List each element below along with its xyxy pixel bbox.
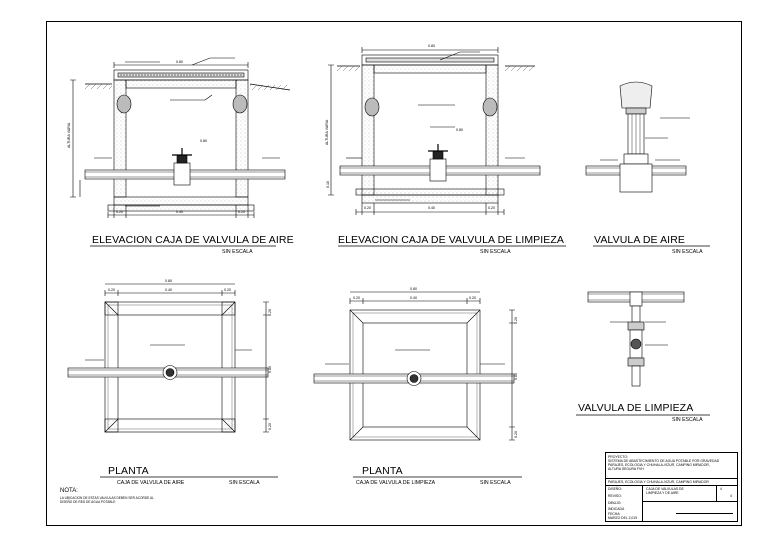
title-air-valve: VALVULA DE AIRE bbox=[594, 234, 685, 246]
scale-elevation-cleanout: SIN ESCALA bbox=[480, 249, 511, 255]
tb-content-1: CAJA DE VALVULAS DE bbox=[646, 487, 684, 491]
tb-project-line-3: ALTURA SEGURA FVH bbox=[608, 467, 644, 471]
subtitle-plan-2: CAJA DE VALVULA DE LIMPIEZA bbox=[356, 480, 436, 486]
tb-sheet: 4 bbox=[720, 487, 722, 491]
note-heading: NOTA: bbox=[60, 488, 78, 494]
scale-air-valve: SIN ESCALA bbox=[672, 249, 703, 255]
dim-height-2b: 0.10 bbox=[326, 181, 330, 188]
dim-height-1: ALTURA VARIA bbox=[67, 122, 71, 148]
dim-plan1-left: 0.20 bbox=[108, 288, 115, 292]
tb-project-label: PROYECTO: bbox=[608, 455, 628, 459]
dim-plan1-side: 0.80 bbox=[268, 366, 272, 373]
dim-bottom-2: 0.40 bbox=[428, 206, 435, 210]
tb-date: MARZO DEL 2,019 bbox=[608, 516, 638, 520]
scale-plan-1: SIN ESCALA bbox=[229, 480, 260, 486]
note-text-2: DISEÑO DE RED DE AGUA POTABLE bbox=[60, 500, 116, 504]
dim-plan2-side-a: 0.20 bbox=[514, 317, 518, 324]
title-block: PROYECTO: SISTEMA DE ABASTECIMIENTO DE A… bbox=[605, 452, 738, 522]
dim-plan2-mid: 0.40 bbox=[410, 296, 417, 300]
subtitle-plan-1: CAJA DE VALVULA DE AIRE bbox=[117, 480, 185, 486]
dim-bottom-1a: 0.20 bbox=[116, 210, 123, 214]
elevation-air-valve-box bbox=[70, 57, 291, 218]
note-text-1: LA UBICACION DE ESTAS VALVULAS DEBEN SER… bbox=[60, 496, 154, 500]
scale-plan-2: SIN ESCALA bbox=[480, 480, 511, 486]
scale-elevation-air: SIN ESCALA bbox=[222, 249, 253, 255]
elevation-cleanout-valve-box bbox=[328, 47, 541, 215]
dim-plan1-mid: 0.40 bbox=[165, 288, 172, 292]
dim-plan1-side-a: 0.20 bbox=[268, 309, 272, 316]
dim-top-1: 0.80 bbox=[176, 60, 183, 64]
dim-plan1-top: 0.80 bbox=[165, 279, 172, 283]
title-cleanout-valve: VALVULA DE LIMPIEZA bbox=[578, 402, 694, 414]
title-elevation-air: ELEVACION CAJA DE VALVULA DE AIRE bbox=[92, 234, 294, 246]
tb-project-line-2: PARAJES, ECOLOGIA Y CHUHALA-VIZUR, CAMPI… bbox=[608, 463, 710, 467]
title-elevation-cleanout: ELEVACION CAJA DE VALVULA DE LIMPIEZA bbox=[338, 234, 565, 246]
dimension-labels: 0.80 0.40 0.20 0.20 0.80 0.80 0.40 0.20 … bbox=[67, 44, 518, 438]
dim-bottom-1b: 0.20 bbox=[238, 210, 245, 214]
tb-design: DISEÑO: bbox=[608, 487, 622, 491]
dim-mid-1: 0.80 bbox=[200, 139, 207, 143]
cleanout-valve-detail bbox=[587, 291, 685, 387]
dim-plan1-right: 0.20 bbox=[224, 288, 231, 292]
dim-bottom-2a: 0.20 bbox=[364, 206, 371, 210]
tb-review: REVISO: bbox=[608, 494, 622, 498]
drawing-sheet-border bbox=[46, 21, 742, 526]
dim-bottom-1: 0.40 bbox=[176, 210, 183, 214]
dim-top-2: 0.80 bbox=[428, 44, 435, 48]
tb-project-line-1: SISTEMA DE ABASTECIMIENTO DE AGUA POTABL… bbox=[608, 459, 720, 463]
tb-scale: INDICADA bbox=[608, 507, 625, 511]
title-plan-2: PLANTA bbox=[362, 465, 403, 477]
title-underlines bbox=[90, 245, 710, 478]
tb-sheet-total: 4 bbox=[730, 494, 732, 498]
dim-plan2-left: 0.20 bbox=[353, 296, 360, 300]
dim-height-2: ALTURA VARIA bbox=[325, 119, 329, 145]
tb-drawn: DIBUJO: bbox=[608, 501, 622, 505]
dim-plan2-side-b: 0.20 bbox=[514, 431, 518, 438]
tb-content-2: LIMPIEZA Y DE AIRE bbox=[646, 491, 679, 495]
dim-plan2-top: 0.80 bbox=[410, 287, 417, 291]
dim-plan2-right: 0.20 bbox=[469, 296, 476, 300]
dim-mid-2: 0.80 bbox=[456, 128, 463, 132]
dim-bottom-2b: 0.20 bbox=[488, 206, 495, 210]
dim-plan1-side-b: 0.20 bbox=[268, 423, 272, 430]
dim-plan2-side: 0.80 bbox=[514, 373, 518, 380]
title-plan-1: PLANTA bbox=[108, 465, 149, 477]
air-valve-detail bbox=[585, 81, 690, 193]
scale-cleanout-valve: SIN ESCALA bbox=[672, 417, 703, 423]
plan-cleanout-valve-box bbox=[313, 291, 515, 441]
tb-line: PARAJES, ECOLOGIA Y CHUHALA-VIZUR, CAMPI… bbox=[608, 480, 709, 484]
tb-date-label: FECHA: bbox=[608, 512, 621, 516]
plan-air-valve-box bbox=[67, 283, 269, 433]
